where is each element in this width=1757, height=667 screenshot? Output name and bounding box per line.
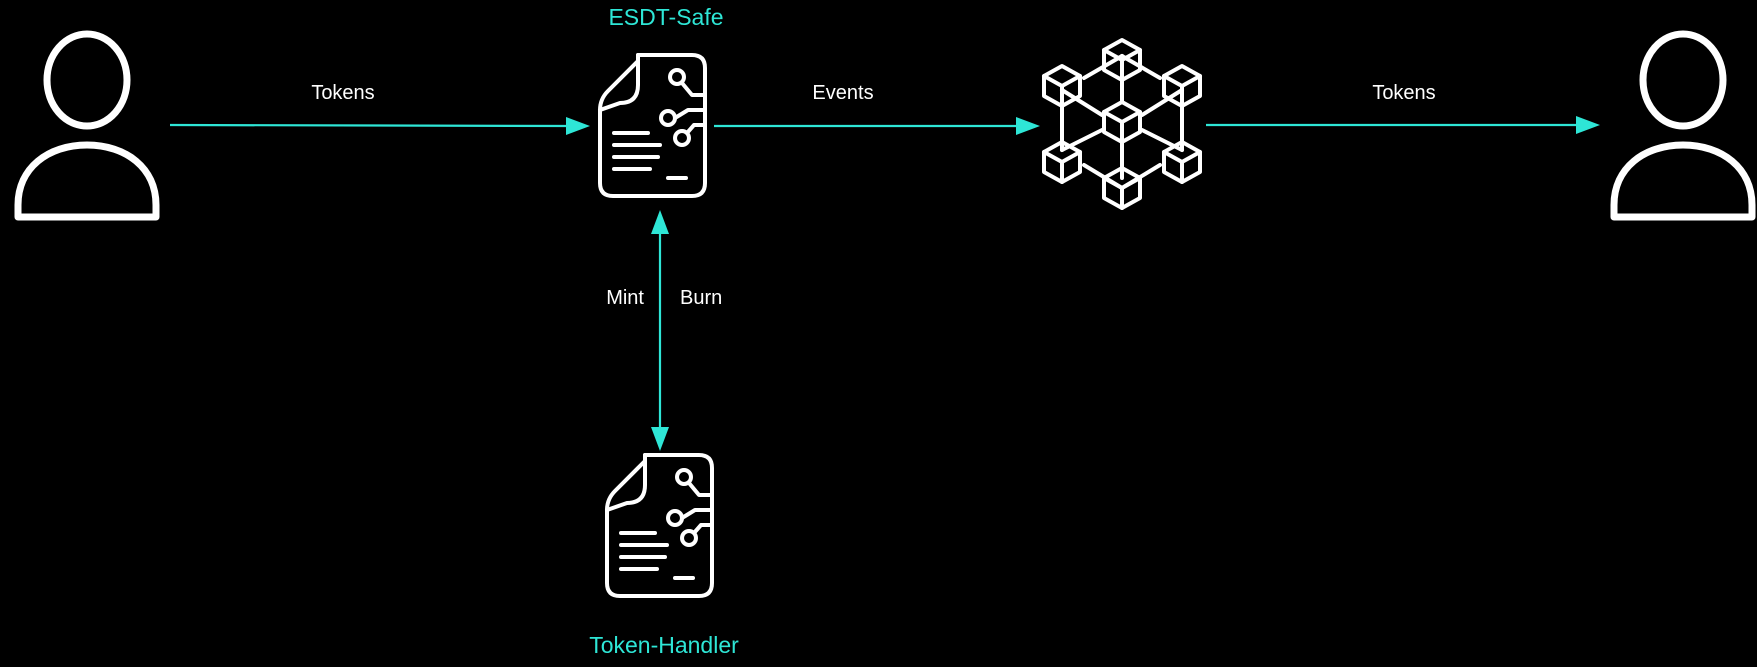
- cube-center: [1102, 100, 1142, 144]
- cube-right-upper: [1162, 64, 1202, 108]
- blockchain-network-icon: [1042, 38, 1202, 210]
- sender-tokens-label: Tokens: [311, 82, 374, 104]
- cube-left-upper: [1042, 64, 1082, 108]
- receiver-tokens-label: Tokens: [1372, 82, 1435, 104]
- arrow-network-to-receiver: [1206, 116, 1600, 134]
- arrow-safe-to-network: [714, 117, 1040, 135]
- cube-left-lower: [1042, 140, 1082, 184]
- arrow-sender-to-safe: [169, 117, 590, 135]
- sender-user-icon: [14, 30, 160, 221]
- mint-label: Mint: [606, 287, 644, 309]
- esdt-safe-contract-icon: [598, 53, 707, 198]
- token-handler-contract-icon: [605, 453, 714, 598]
- events-label: Events: [812, 82, 873, 104]
- arrow-mint-burn: [651, 210, 669, 451]
- cube-top: [1102, 38, 1142, 82]
- token-handler-label: Token-Handler: [589, 632, 739, 658]
- burn-label: Burn: [680, 287, 722, 309]
- esdt-safe-label: ESDT-Safe: [608, 4, 723, 30]
- cube-right-lower: [1162, 140, 1202, 184]
- receiver-user-icon: [1610, 30, 1756, 221]
- cube-bottom: [1102, 166, 1142, 210]
